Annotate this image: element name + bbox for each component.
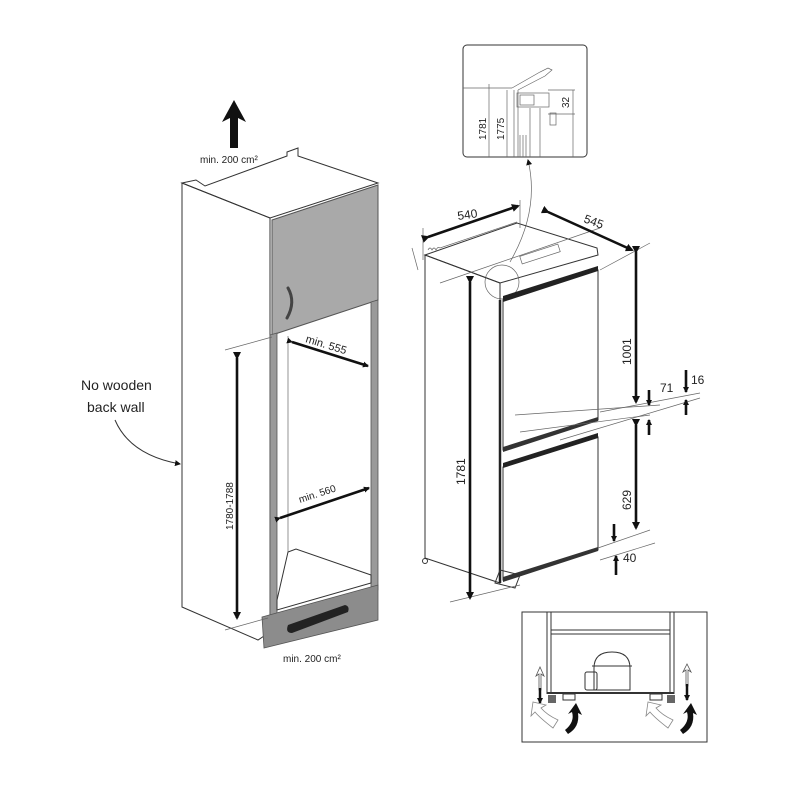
door-handle-icon	[285, 286, 294, 320]
vent-bottom-label: min. 200 cm²	[283, 654, 341, 665]
pointer-arrow-icon	[114, 419, 181, 467]
niche-width-label: min. 560	[298, 483, 338, 505]
door-gap-label: 71	[660, 381, 674, 395]
rotate-cw-right-icon	[680, 703, 697, 734]
adjustable-foot-right-icon	[667, 695, 675, 703]
width-label: 540	[456, 206, 478, 223]
detail-height-outer: 1781	[478, 117, 489, 140]
rotate-ccw-right-icon	[645, 701, 674, 729]
niche-height-label: 1780-1788	[225, 482, 236, 530]
bottom-offset-label: 40	[623, 551, 637, 565]
extension-line	[224, 617, 269, 631]
detail-top-offset: 32	[561, 96, 572, 108]
appliance-drawing: 1781 1775 32	[411, 44, 705, 603]
depth-arrow	[540, 205, 634, 252]
niche-width-arrow	[274, 486, 370, 523]
detail-height-inner: 1775	[496, 117, 507, 140]
lower-door-label: 629	[620, 490, 634, 510]
vent-slot	[287, 605, 349, 633]
upper-door-label: 1001	[620, 338, 634, 365]
extension-line	[224, 336, 273, 351]
niche-floor	[276, 548, 372, 611]
top-detail-drawing	[463, 67, 575, 157]
upper-cabinet-door	[271, 184, 379, 336]
cabinet-top	[180, 147, 380, 219]
rotate-ccw-left-icon	[530, 701, 559, 729]
extension-lines	[411, 200, 701, 603]
vent-top-label: min. 200 cm²	[200, 155, 258, 166]
height-label: 1781	[454, 458, 468, 485]
upper-door-top-trim	[503, 266, 598, 302]
lower-door	[502, 436, 599, 581]
cabinet-drawing: min. 200 cm² min. 200 cm² No wooden back…	[81, 100, 380, 665]
compressor-box	[584, 671, 598, 691]
feet-adjustment-inset	[521, 611, 708, 743]
cabinet-side-panel	[181, 182, 271, 641]
upper-door-bottom-trim	[503, 417, 598, 452]
appliance-top	[423, 222, 599, 284]
top-detail-inset	[462, 44, 588, 158]
bottom-foot-bracket	[494, 569, 521, 589]
top-vent-ridges	[427, 221, 518, 251]
inset-frame	[521, 611, 708, 743]
rotate-cw-left-icon	[565, 703, 582, 734]
lower-door-top-trim	[503, 433, 598, 468]
foot-icon	[422, 558, 428, 564]
detail-callout-circle	[484, 264, 520, 300]
detail-pointer-arrow-icon	[509, 159, 533, 263]
raise-arrow-right-icon	[681, 663, 693, 687]
top-hinge-plate	[519, 243, 561, 265]
raise-arrow-left-icon	[535, 666, 545, 691]
niche-right-strip	[370, 299, 379, 593]
support-block	[649, 693, 663, 701]
compressor-icon	[592, 651, 632, 691]
niche-depth-arrow	[286, 337, 369, 368]
appliance-side	[424, 254, 501, 584]
gap-offset-label: 16	[691, 373, 705, 387]
no-back-wall-line2: back wall	[87, 399, 145, 415]
adjustable-foot-left-icon	[548, 695, 556, 703]
niche-left-strip	[269, 332, 278, 618]
support-block	[562, 693, 576, 701]
depth-label: 545	[582, 212, 606, 232]
width-arrow	[421, 204, 520, 243]
no-back-wall-line1: No wooden	[81, 377, 152, 393]
airflow-up-arrow-icon	[222, 100, 246, 148]
lower-door-bottom-trim	[503, 547, 598, 582]
